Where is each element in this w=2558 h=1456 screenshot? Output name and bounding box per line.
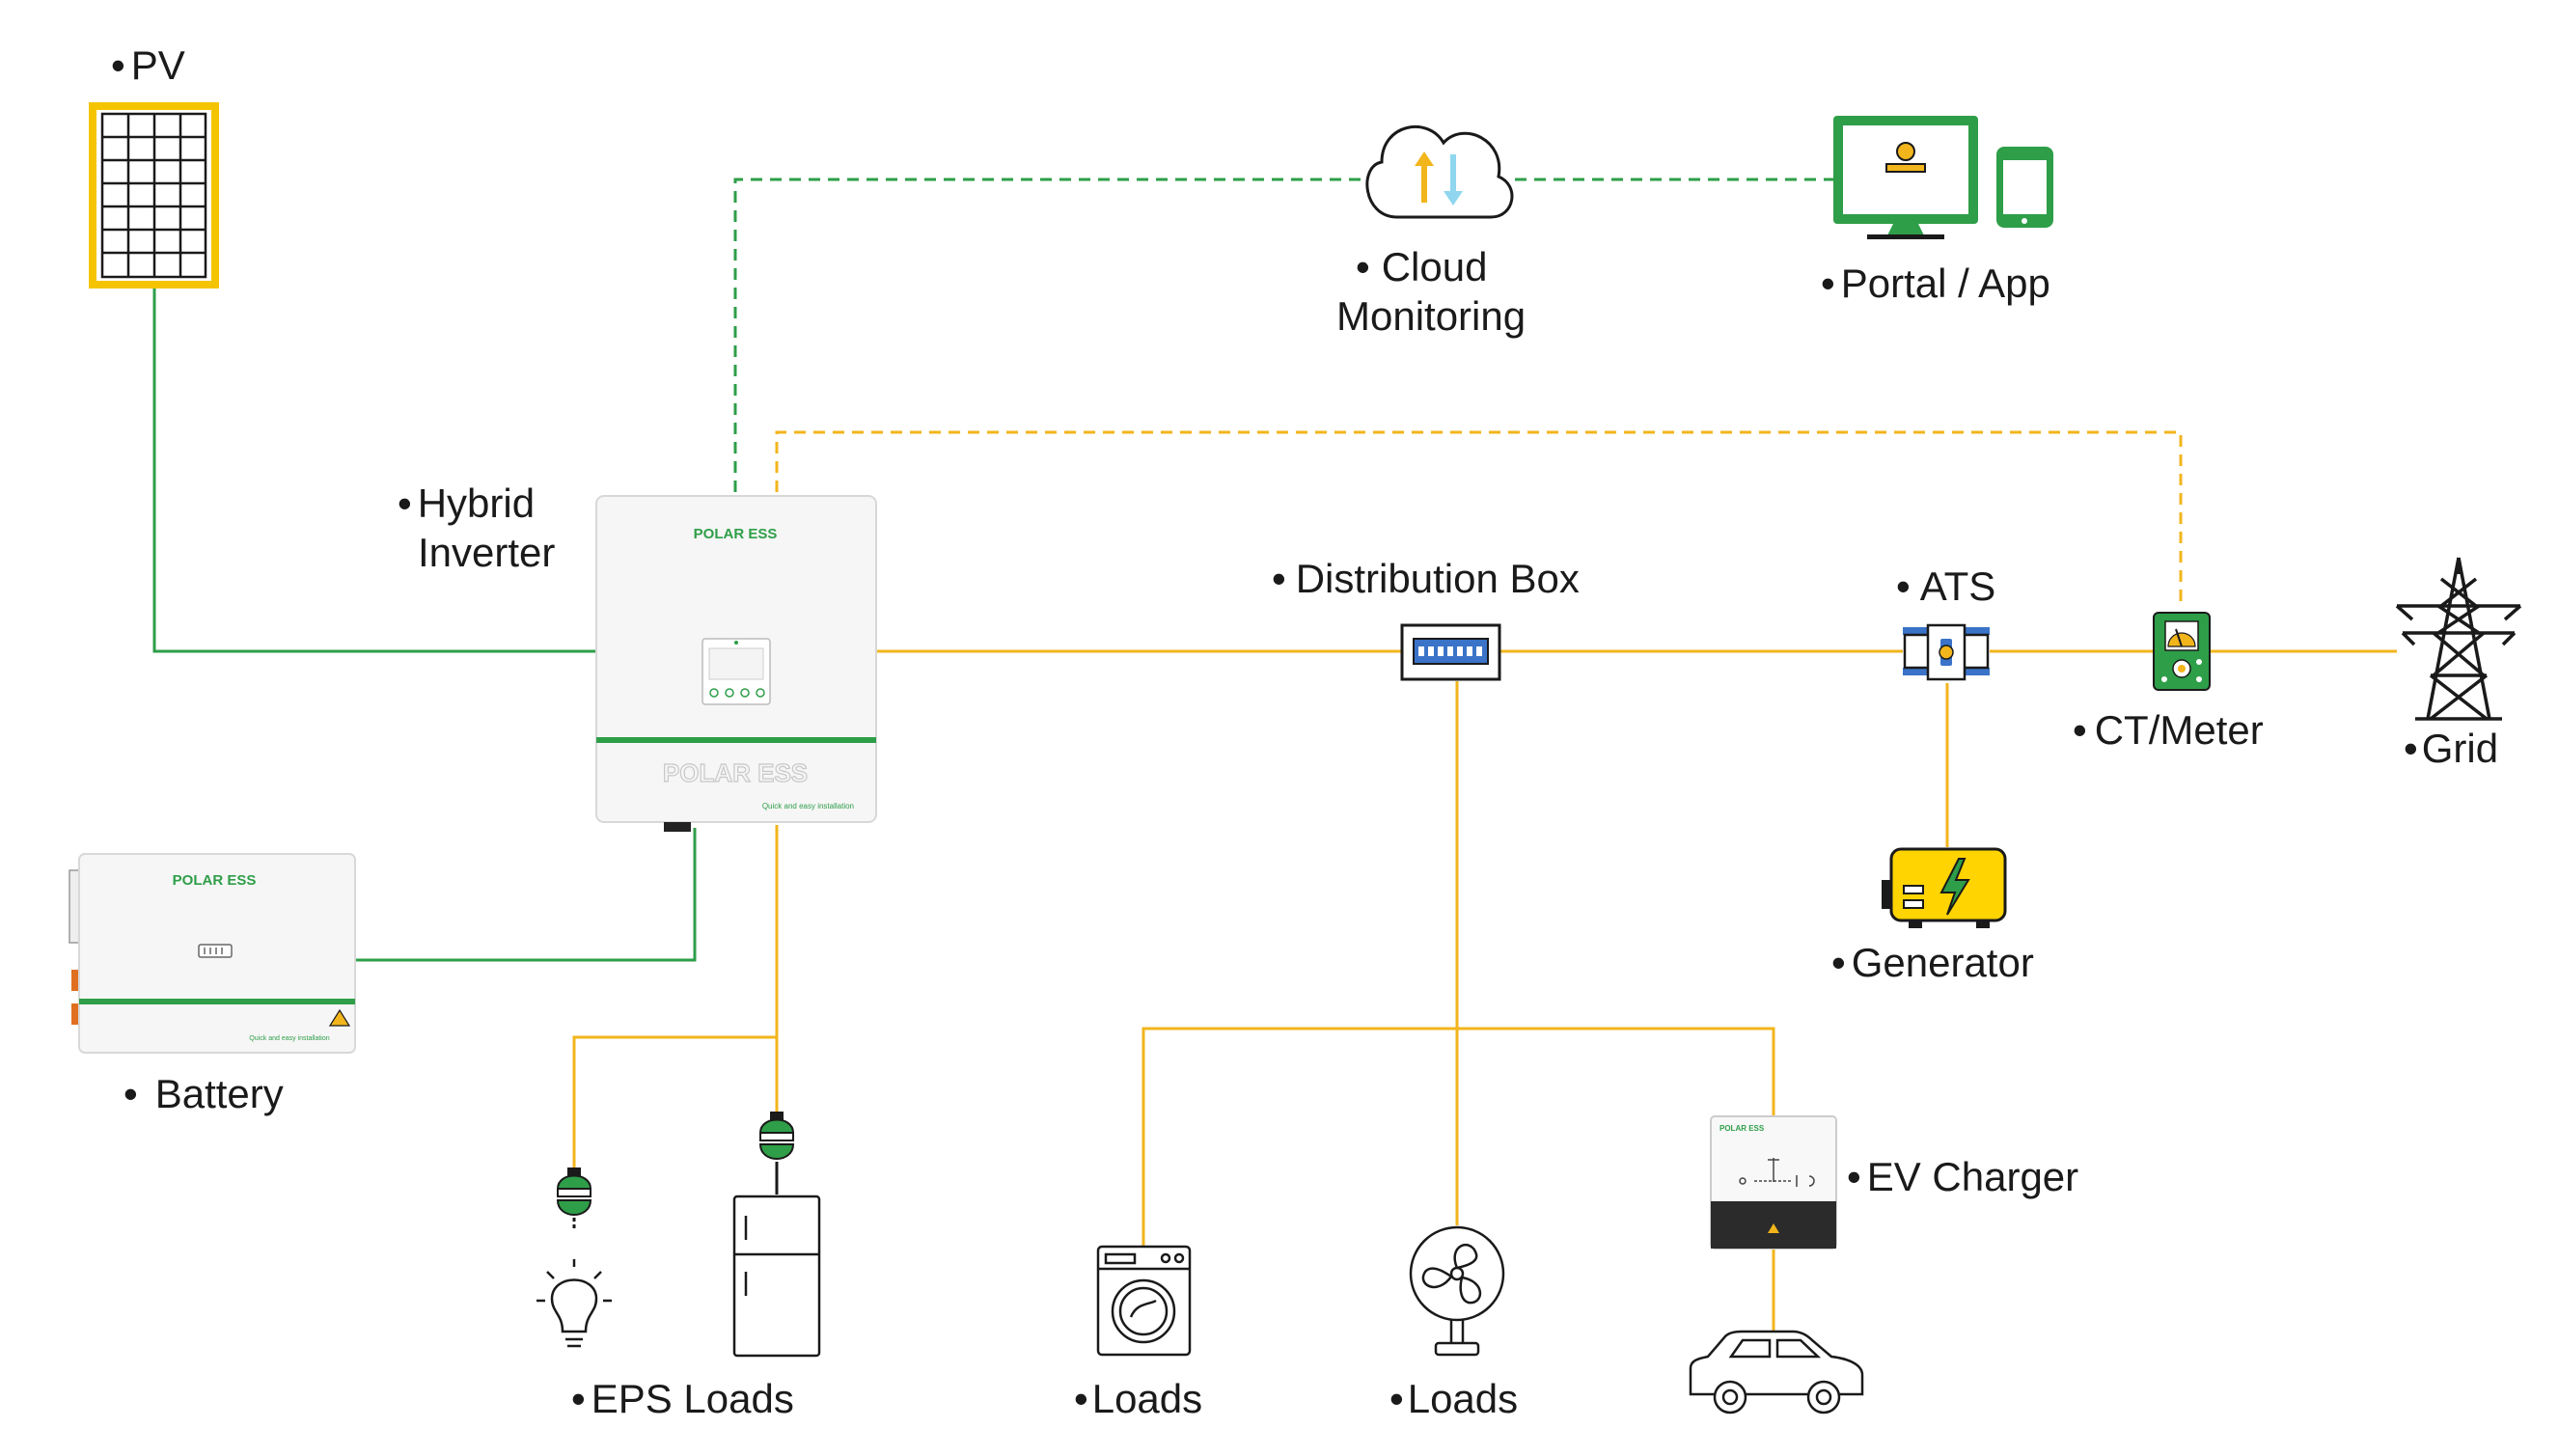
- label-portal-app: •Portal / App: [1821, 261, 2050, 306]
- pv-line: [152, 285, 598, 653]
- ct-signal-line: [775, 430, 2183, 608]
- inverter-logo: POLAR ESS: [694, 526, 778, 542]
- ev-charger-logo: POLAR ESS: [1719, 1124, 1765, 1133]
- label-ct-meter: •CT/Meter: [2073, 707, 2264, 753]
- pylon-icon: [2395, 557, 2522, 721]
- inverter-icon: POLAR ESS POLAR ESS Quick and easy insta…: [595, 495, 877, 832]
- plug-icon: [758, 1112, 795, 1195]
- car-icon: [1689, 1330, 1864, 1415]
- generator-icon: [1882, 847, 2007, 928]
- label-grid: •Grid: [2404, 726, 2498, 771]
- fridge-icon: [732, 1195, 821, 1358]
- battery-tagline: Quick and easy installation: [249, 1035, 329, 1042]
- ev-charger-icon: POLAR ESS: [1710, 1115, 1837, 1250]
- label-pv: •PV: [111, 42, 185, 88]
- comm-line: [733, 178, 1370, 492]
- plug-icon: [556, 1168, 592, 1230]
- connection-lines: [152, 178, 2397, 1336]
- phone-icon: [1996, 147, 2053, 228]
- bulb-icon: [536, 1259, 612, 1348]
- inverter-tagline: Quick and easy installation: [762, 802, 854, 810]
- label-ats: •ATS: [1896, 563, 1995, 609]
- label-generator: •Generator: [1831, 940, 2034, 985]
- label-distribution-box: •Distribution Box: [1272, 556, 1580, 601]
- label-battery: •Battery: [124, 1071, 284, 1116]
- loads-line: [1141, 681, 1459, 1247]
- cloud-icon: [1365, 125, 1514, 219]
- fan-icon: [1409, 1225, 1505, 1357]
- battery-line: [355, 828, 697, 962]
- loads-line-ev: [1457, 1027, 1775, 1116]
- eps-line: [572, 825, 779, 1175]
- ats-icon: [1903, 623, 1990, 681]
- label-eps-loads: •EPS Loads: [571, 1376, 794, 1421]
- meter-icon: [2153, 612, 2211, 691]
- portal-app: [1833, 116, 2053, 239]
- eps-bulb-group: [536, 1168, 612, 1348]
- eps-fridge-group: [732, 1112, 821, 1358]
- label-ev-charger: •EV Charger: [1847, 1154, 2078, 1199]
- pv-panel: [89, 102, 219, 288]
- battery-icon: POLAR ESS Quick and easy installation: [69, 853, 356, 1054]
- label-loads-washer: •Loads: [1074, 1376, 1202, 1421]
- inverter-display: [701, 638, 771, 705]
- distribution-box-icon: [1400, 623, 1501, 681]
- label-loads-fan: •Loads: [1389, 1376, 1518, 1421]
- inverter-logo-large: POLAR ESS: [663, 758, 808, 787]
- monitor-icon: [1833, 116, 1978, 239]
- battery-logo: POLAR ESS: [173, 872, 257, 889]
- washer-icon: [1096, 1245, 1192, 1357]
